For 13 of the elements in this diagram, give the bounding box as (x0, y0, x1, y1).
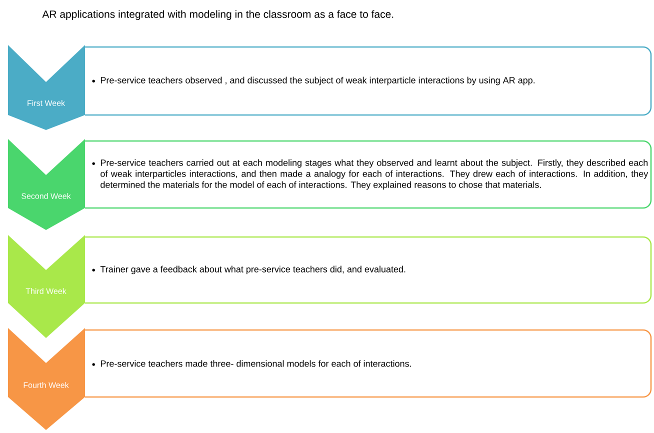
node-label: Pre-service teachers carried out at each modeling stages what they observed and learnt about the subject. Firstly, they described each of weak interparticles interactions, and then made a analogy for each of interactions. They drew each of interactions. In addition, they determined the materials for the model of each of interactions. They explained reasons to chose that materials. (100, 159, 648, 190)
step-box: Trainer gave a feedback about what pre-service teachers did, and evaluated. (85, 236, 652, 304)
week-banner: Third Week (8, 235, 85, 338)
week-banner: First Week (8, 45, 85, 130)
step-box: Pre-service teachers carried out at each modeling stages what they observed and learnt about the subject. Firstly, they described each of weak interparticles interactions, and then made a analogy for each of interactions. They drew each of interactions. In addition, they determined the materials for the model of each of interactions. They explained reasons to chose that materials. (85, 140, 652, 209)
title: AR applications integrated with modeling in the classroom as a face to face. (42, 10, 394, 20)
week-banner: Fourth Week (8, 328, 85, 430)
node-label: Pre-service teachers made three- dimensional models for each of interactions. (100, 360, 411, 367)
node-label: Pre-service teachers observed , and discussed the subject of weak interparticle interactions by using AR app. (100, 76, 535, 86)
node-label: Trainer gave a feedback about what pre-service teachers did, and evaluated. (100, 266, 406, 274)
step-box: Pre-service teachers made three- dimensional models for each of interactions. (85, 329, 652, 398)
week-banner: Second Week (8, 139, 85, 230)
step-box: Pre-service teachers observed , and discussed the subject of weak interparticle interactions by using AR app. (85, 46, 652, 116)
